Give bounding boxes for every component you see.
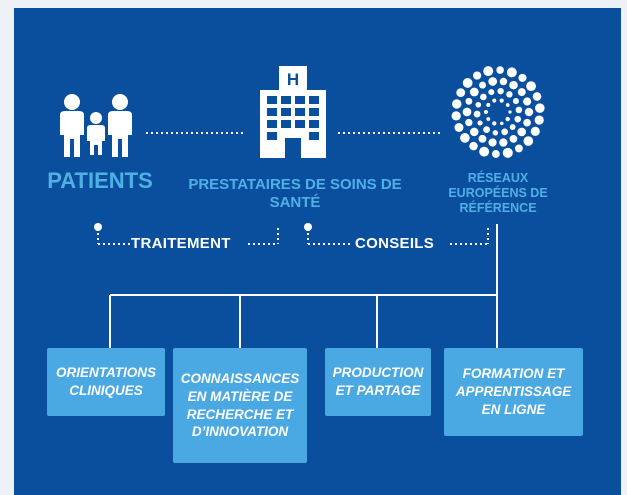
outcome-box-research-knowledge: CONNAISSANCES EN MATIÈRE DE RECHERCHE ET… [173,348,307,463]
svg-text:H: H [287,70,299,89]
network-dots-icon [451,66,545,158]
treatment-label: TRAITEMENT [131,235,231,252]
advice-origin-dot [304,223,312,231]
patients-label: PATIENTS [47,168,153,193]
outcome-box-production-sharing: PRODUCTION ET PARTAGE [325,348,431,416]
providers-label: PRESTATAIRES DE SOINS DE SANTÉ [188,176,402,211]
hospital-icon: H [260,66,326,158]
treatment-origin-dot [94,223,102,231]
networks-label: RÉSEAUX EUROPÉENS DE RÉFÉRENCE [448,171,548,215]
outcome-box-clinical-guidance: ORIENTATIONS CLINIQUES [47,348,165,416]
outcome-box-online-training: FORMATION ET APPRENTISSAGE EN LIGNE [444,348,583,436]
advice-label: CONSEILS [355,235,435,252]
family-icon [60,94,132,157]
